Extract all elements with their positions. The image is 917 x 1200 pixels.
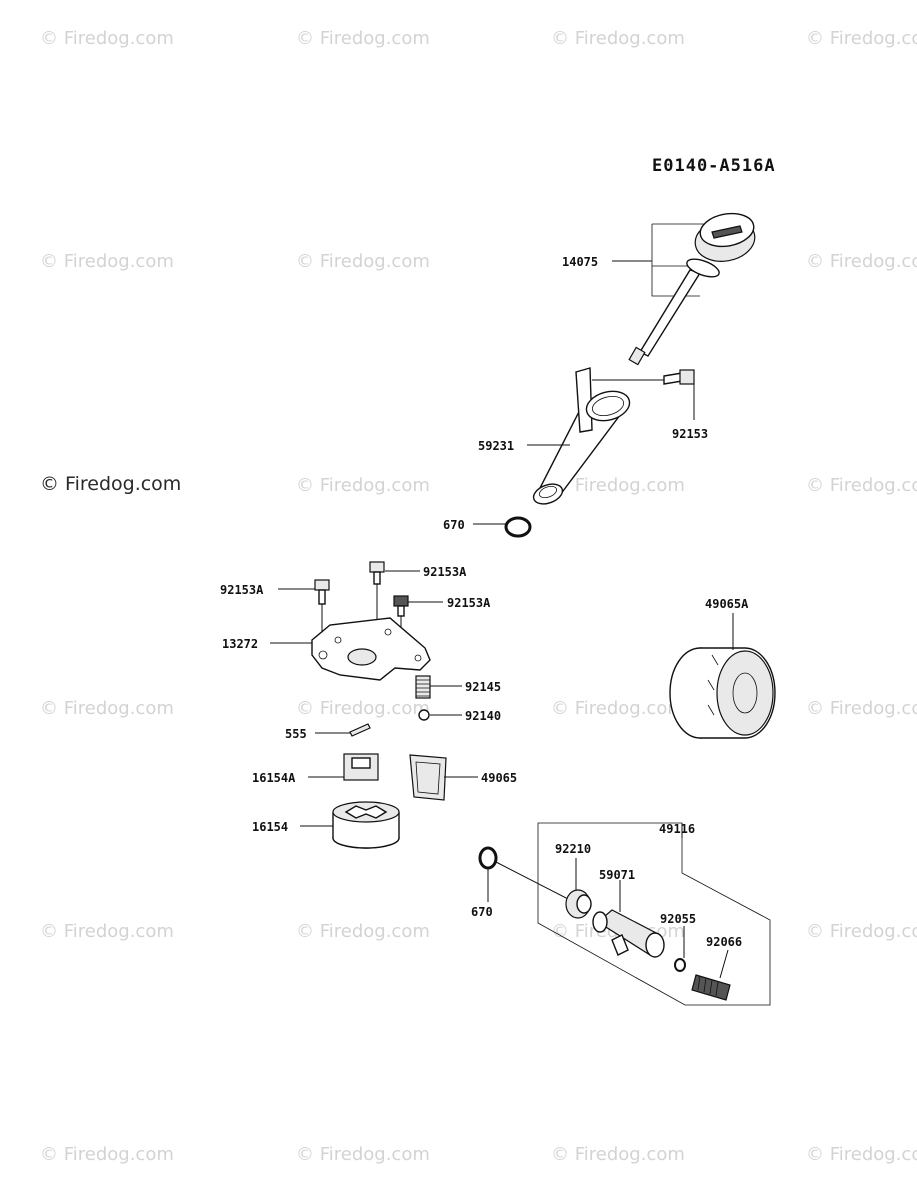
label-59071: 59071 [599, 868, 635, 882]
watermark: © Firedog.com [551, 28, 685, 49]
watermark: © Firedog.com [551, 475, 685, 496]
diagram-code: E0140-A516A [652, 156, 776, 176]
watermark: © Firedog.com [40, 28, 174, 49]
label-670-top: 670 [443, 518, 465, 532]
bolt-92153a-center-part[interactable] [369, 561, 385, 625]
plate-13272-part[interactable] [311, 617, 431, 681]
label-92210: 92210 [555, 842, 591, 856]
label-59231: 59231 [478, 439, 514, 453]
watermark: © Firedog.com [806, 1144, 917, 1165]
watermark: © Firedog.com [40, 921, 174, 942]
label-14075: 14075 [562, 255, 598, 269]
watermark: © Firedog.com [551, 698, 685, 719]
spring-92145-part[interactable] [415, 675, 431, 699]
watermark: © Firedog.com [296, 698, 430, 719]
label-92153: 92153 [672, 427, 708, 441]
label-555: 555 [285, 727, 307, 741]
watermark: © Firedog.com [296, 921, 430, 942]
watermark: © Firedog.com [296, 251, 430, 272]
fitting-59071-part[interactable] [592, 880, 665, 958]
o-ring-670-bottom-part[interactable] [478, 846, 571, 902]
inner-rotor-16154a-part[interactable] [343, 753, 379, 781]
screen-49065-part[interactable] [409, 754, 447, 801]
label-49065: 49065 [481, 771, 517, 785]
watermark-grid: © Firedog.com © Firedog.com © Firedog.co… [40, 28, 917, 1165]
label-92153a-left: 92153A [220, 583, 264, 597]
pin-555-part[interactable] [349, 723, 371, 737]
watermark: © Firedog.com [551, 1144, 685, 1165]
plug-92066-part[interactable] [691, 949, 731, 1001]
watermark: © Firedog.com [40, 251, 174, 272]
label-670-bottom: 670 [471, 905, 493, 919]
kit-box-49116 [537, 822, 771, 1006]
bolt-92153-part[interactable] [592, 369, 695, 420]
label-92153a-center: 92153A [423, 565, 467, 579]
label-92140: 92140 [465, 709, 501, 723]
label-92145: 92145 [465, 680, 501, 694]
label-92066: 92066 [706, 935, 742, 949]
watermark-primary: © Firedog.com [40, 473, 181, 495]
label-49065a: 49065A [705, 597, 749, 611]
label-92055: 92055 [660, 912, 696, 926]
oil-filler-tube-part[interactable] [531, 367, 633, 508]
label-16154: 16154 [252, 820, 288, 834]
ball-92140-part[interactable] [418, 709, 430, 721]
watermark: © Firedog.com [806, 28, 917, 49]
watermark: © Firedog.com [296, 475, 430, 496]
oil-filter-49065a-part[interactable] [669, 647, 776, 739]
label-13272: 13272 [222, 637, 258, 651]
label-49116: 49116 [659, 822, 695, 836]
watermark: © Firedog.com [806, 698, 917, 719]
watermark: © Firedog.com [806, 251, 917, 272]
watermark: © Firedog.com [806, 921, 917, 942]
o-ring-92055-part[interactable] [674, 926, 686, 972]
nut-92210-part[interactable] [565, 858, 592, 919]
o-ring-670-top-part[interactable] [504, 516, 532, 538]
label-92153a-right: 92153A [447, 596, 491, 610]
watermark: © Firedog.com [296, 28, 430, 49]
outer-rotor-16154-part[interactable] [332, 801, 400, 849]
watermark: © Firedog.com [40, 1144, 174, 1165]
bolt-92153a-right-part[interactable] [393, 595, 409, 628]
dipstick-cap-part[interactable] [612, 210, 758, 366]
label-16154a: 16154A [252, 771, 296, 785]
watermark: © Firedog.com [806, 475, 917, 496]
watermark: © Firedog.com [296, 1144, 430, 1165]
watermark: © Firedog.com [40, 698, 174, 719]
